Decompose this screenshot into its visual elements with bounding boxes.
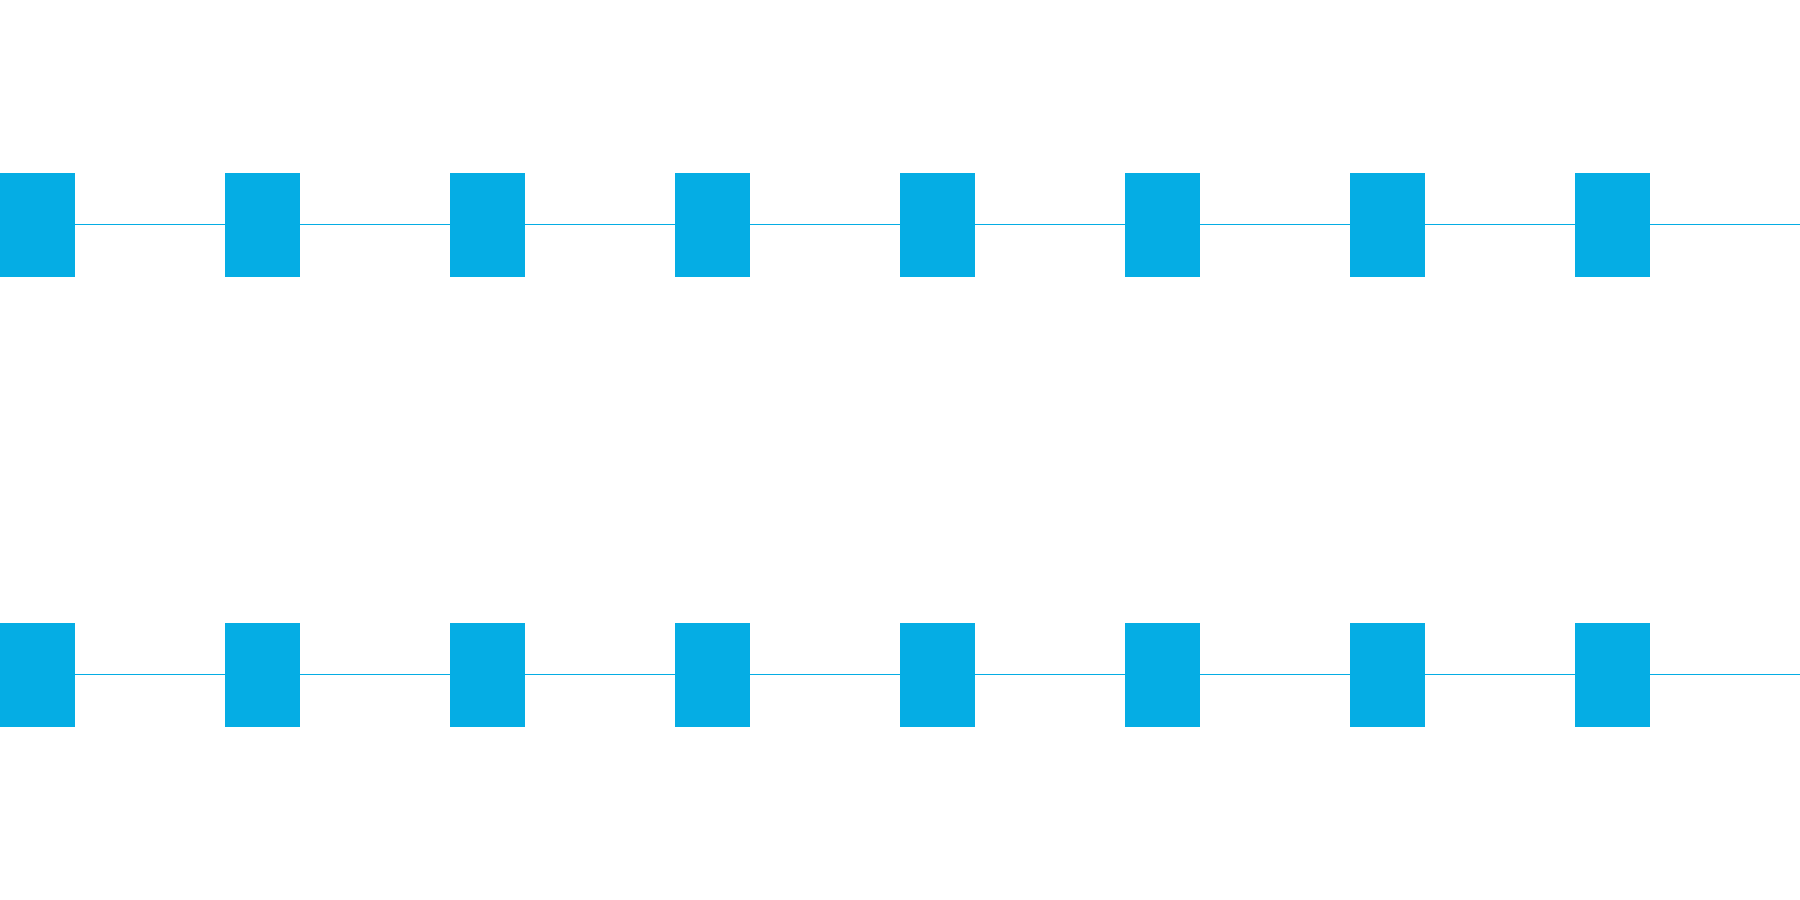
- square-block: [1575, 173, 1650, 277]
- square-block: [675, 173, 750, 277]
- square-block: [225, 623, 300, 727]
- square-block: [225, 173, 300, 277]
- block-row-top: [0, 173, 1800, 277]
- block-row-bottom: [0, 623, 1800, 727]
- square-block: [1125, 623, 1200, 727]
- square-block: [675, 623, 750, 727]
- square-block: [450, 623, 525, 727]
- square-block: [900, 623, 975, 727]
- square-block: [0, 173, 75, 277]
- square-block: [0, 623, 75, 727]
- square-block: [900, 173, 975, 277]
- square-block: [450, 173, 525, 277]
- square-block: [1350, 173, 1425, 277]
- square-block: [1575, 623, 1650, 727]
- square-block: [1125, 173, 1200, 277]
- square-block: [1350, 623, 1425, 727]
